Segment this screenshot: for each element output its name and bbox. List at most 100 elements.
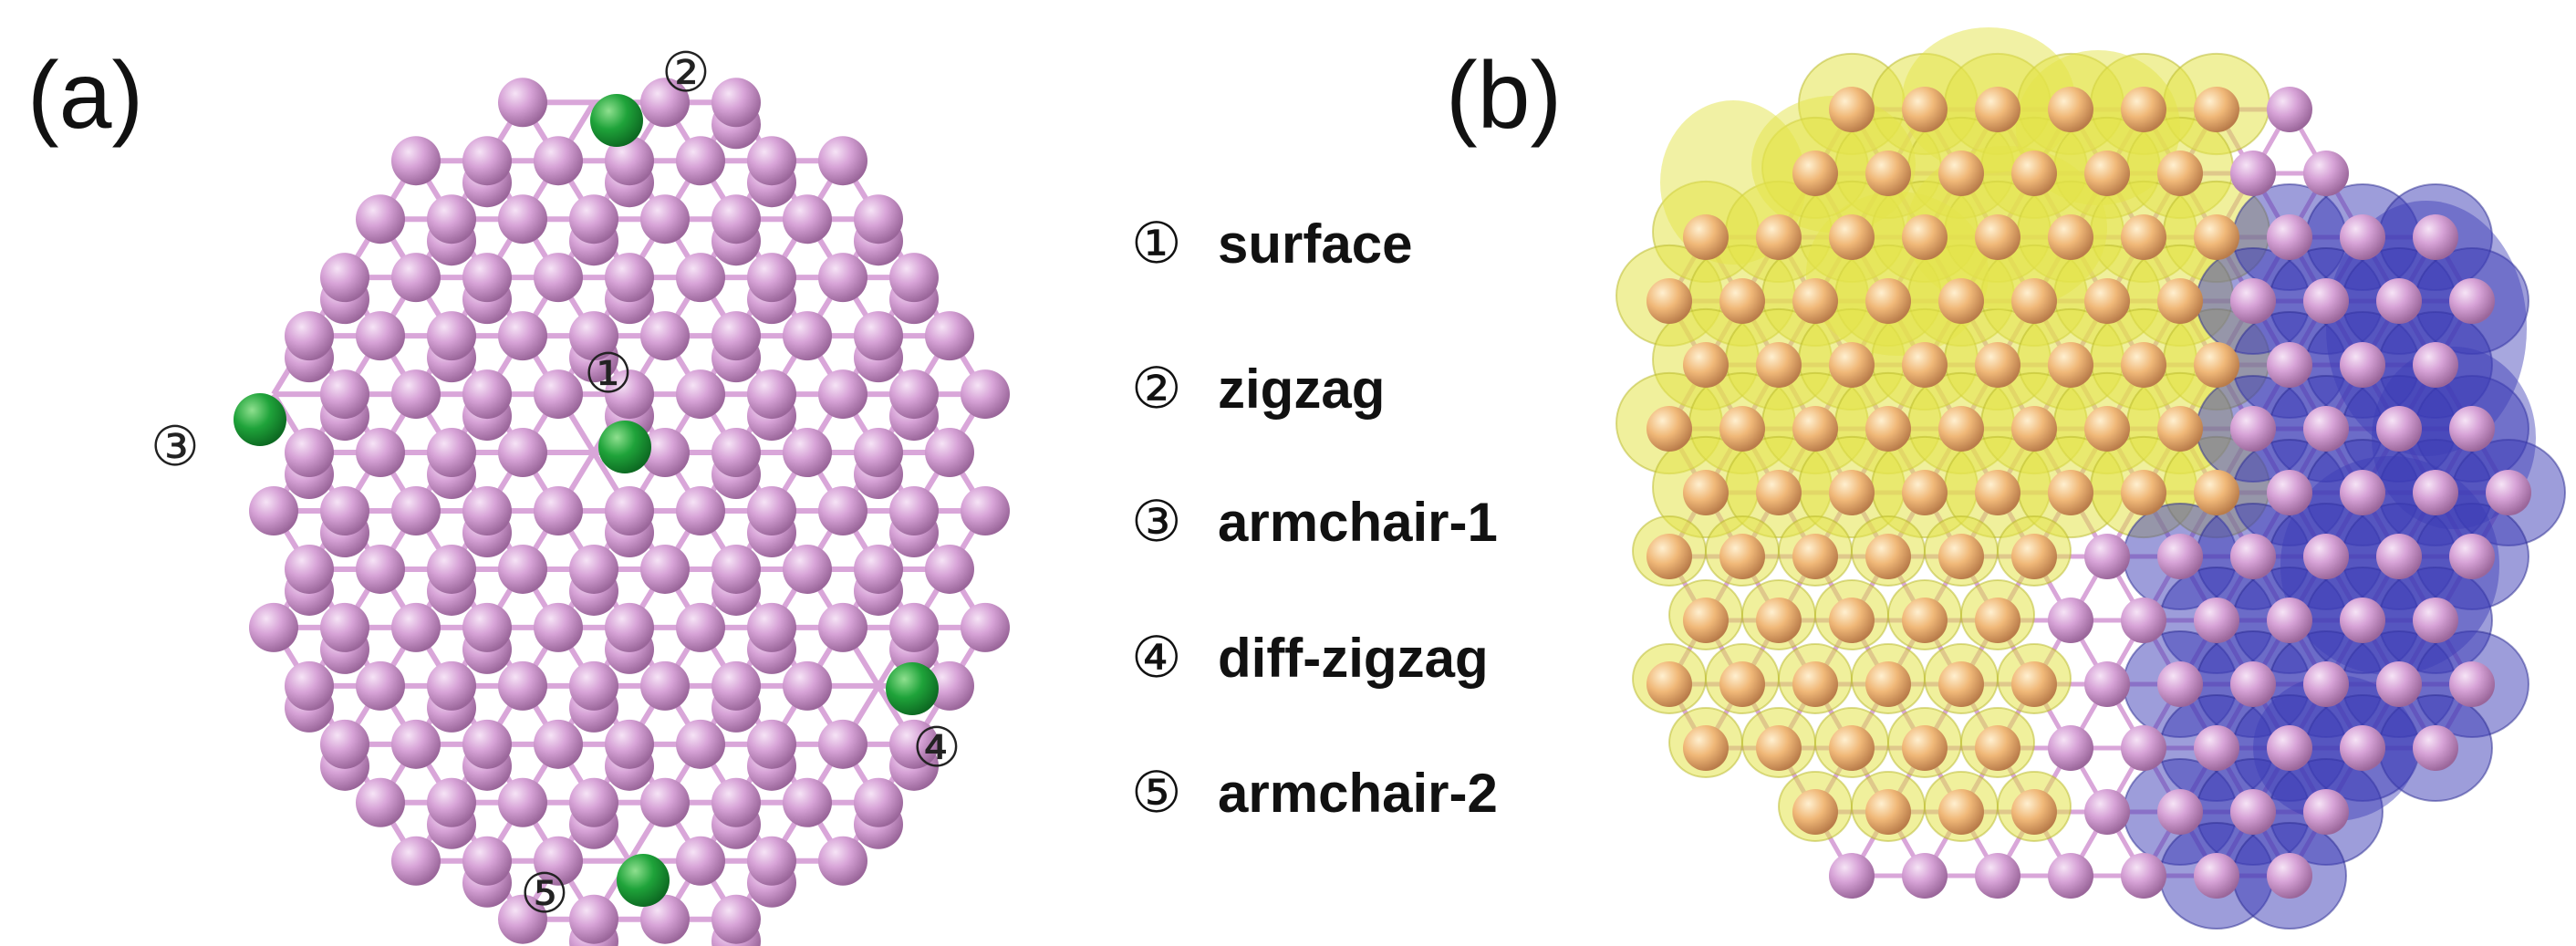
carbon-atom — [1646, 406, 1692, 452]
carbon-atom — [1683, 342, 1729, 388]
carbon-atom — [747, 836, 796, 886]
carbon-atom — [2303, 151, 2349, 196]
carbon-atom — [1756, 725, 1802, 771]
carbon-atom — [427, 777, 476, 827]
carbon-atom — [2230, 661, 2276, 707]
carbon-atom — [2267, 598, 2312, 643]
carbon-atom — [249, 602, 298, 652]
carbon-atom — [2449, 278, 2495, 324]
carbon-atom — [1975, 725, 2020, 771]
legend-num-1: ① — [1131, 210, 1182, 276]
carbon-atom — [783, 428, 832, 478]
carbon-atom — [712, 194, 761, 244]
carbon-atom — [427, 311, 476, 361]
carbon-atom — [2340, 342, 2385, 388]
carbon-atom — [498, 194, 547, 244]
carbon-atom — [2303, 406, 2349, 452]
legend-label-3: armchair-1 — [1218, 492, 1498, 553]
carbon-atom — [427, 660, 476, 711]
carbon-atom — [605, 602, 654, 652]
carbon-atom — [640, 78, 690, 128]
dopant-atom — [886, 662, 939, 715]
carbon-atom — [2157, 151, 2203, 196]
carbon-atom — [427, 428, 476, 478]
carbon-atom — [1938, 789, 1984, 835]
carbon-atom — [2194, 342, 2239, 388]
carbon-atom — [462, 836, 512, 886]
carbon-atom — [1902, 342, 1948, 388]
dopant-atom — [590, 94, 643, 147]
carbon-atom — [889, 253, 939, 303]
carbon-atom — [1829, 342, 1875, 388]
carbon-atom — [391, 602, 441, 652]
carbon-atom — [391, 836, 441, 886]
carbon-atom — [2084, 661, 2130, 707]
carbon-atom — [925, 311, 974, 361]
carbon-atom — [569, 894, 618, 944]
carbon-atom — [1902, 598, 1948, 643]
accumulation-lobe — [1806, 192, 1989, 356]
carbon-atom — [2230, 789, 2276, 835]
carbon-atom — [320, 486, 369, 535]
carbon-atom — [462, 369, 512, 420]
carbon-atom — [1683, 725, 1729, 771]
carbon-atom — [818, 486, 867, 535]
carbon-atom — [2230, 278, 2276, 324]
carbon-atom — [498, 544, 547, 594]
carbon-atom — [569, 311, 618, 361]
carbon-atom — [320, 253, 369, 303]
legend-num-4: ④ — [1131, 624, 1182, 691]
carbon-atom — [1719, 534, 1765, 579]
carbon-atom — [1683, 598, 1729, 643]
carbon-atom — [961, 602, 1010, 652]
depletion-lobe — [2253, 675, 2417, 821]
carbon-atom — [2048, 853, 2093, 899]
carbon-atom — [1792, 278, 1838, 324]
carbon-atom — [1975, 342, 2020, 388]
carbon-atom — [569, 660, 618, 711]
carbon-atom — [2267, 87, 2312, 132]
carbon-atom — [1865, 661, 1911, 707]
carbon-atom — [2194, 853, 2239, 899]
dopant-atom — [598, 421, 651, 473]
carbon-atom — [1756, 214, 1802, 260]
carbon-atom — [1829, 214, 1875, 260]
site-marker-4: ④ — [912, 716, 961, 780]
carbon-atom — [676, 136, 725, 186]
carbon-atom — [498, 777, 547, 827]
carbon-atom — [889, 719, 939, 769]
carbon-atom — [747, 719, 796, 769]
carbon-atom — [285, 660, 334, 711]
carbon-atom — [2303, 534, 2349, 579]
carbon-atom — [2048, 214, 2093, 260]
carbon-atom — [712, 660, 761, 711]
carbon-atom — [818, 836, 867, 886]
carbon-atom — [1865, 151, 1911, 196]
carbon-atom — [2157, 278, 2203, 324]
carbon-atom — [712, 311, 761, 361]
carbon-atom — [2303, 661, 2349, 707]
carbon-atom — [427, 194, 476, 244]
carbon-atom — [320, 602, 369, 652]
carbon-atom — [391, 253, 441, 303]
carbon-atom — [2121, 598, 2166, 643]
site-marker-2: ② — [661, 41, 711, 105]
carbon-atom — [356, 660, 405, 711]
carbon-atom — [2267, 342, 2312, 388]
carbon-atom — [2084, 789, 2130, 835]
carbon-atom — [2157, 406, 2203, 452]
carbon-atom — [285, 428, 334, 478]
carbon-atom — [1865, 534, 1911, 579]
carbon-atom — [356, 428, 405, 478]
carbon-atom — [2011, 151, 2057, 196]
carbon-atom — [462, 719, 512, 769]
carbon-atom — [818, 136, 867, 186]
carbon-atom — [1829, 470, 1875, 515]
carbon-atom — [2449, 406, 2495, 452]
carbon-atom — [1865, 789, 1911, 835]
carbon-atom — [2011, 661, 2057, 707]
carbon-atom — [747, 253, 796, 303]
carbon-atom — [2194, 725, 2239, 771]
carbon-atom — [1646, 278, 1692, 324]
carbon-atom — [676, 486, 725, 535]
